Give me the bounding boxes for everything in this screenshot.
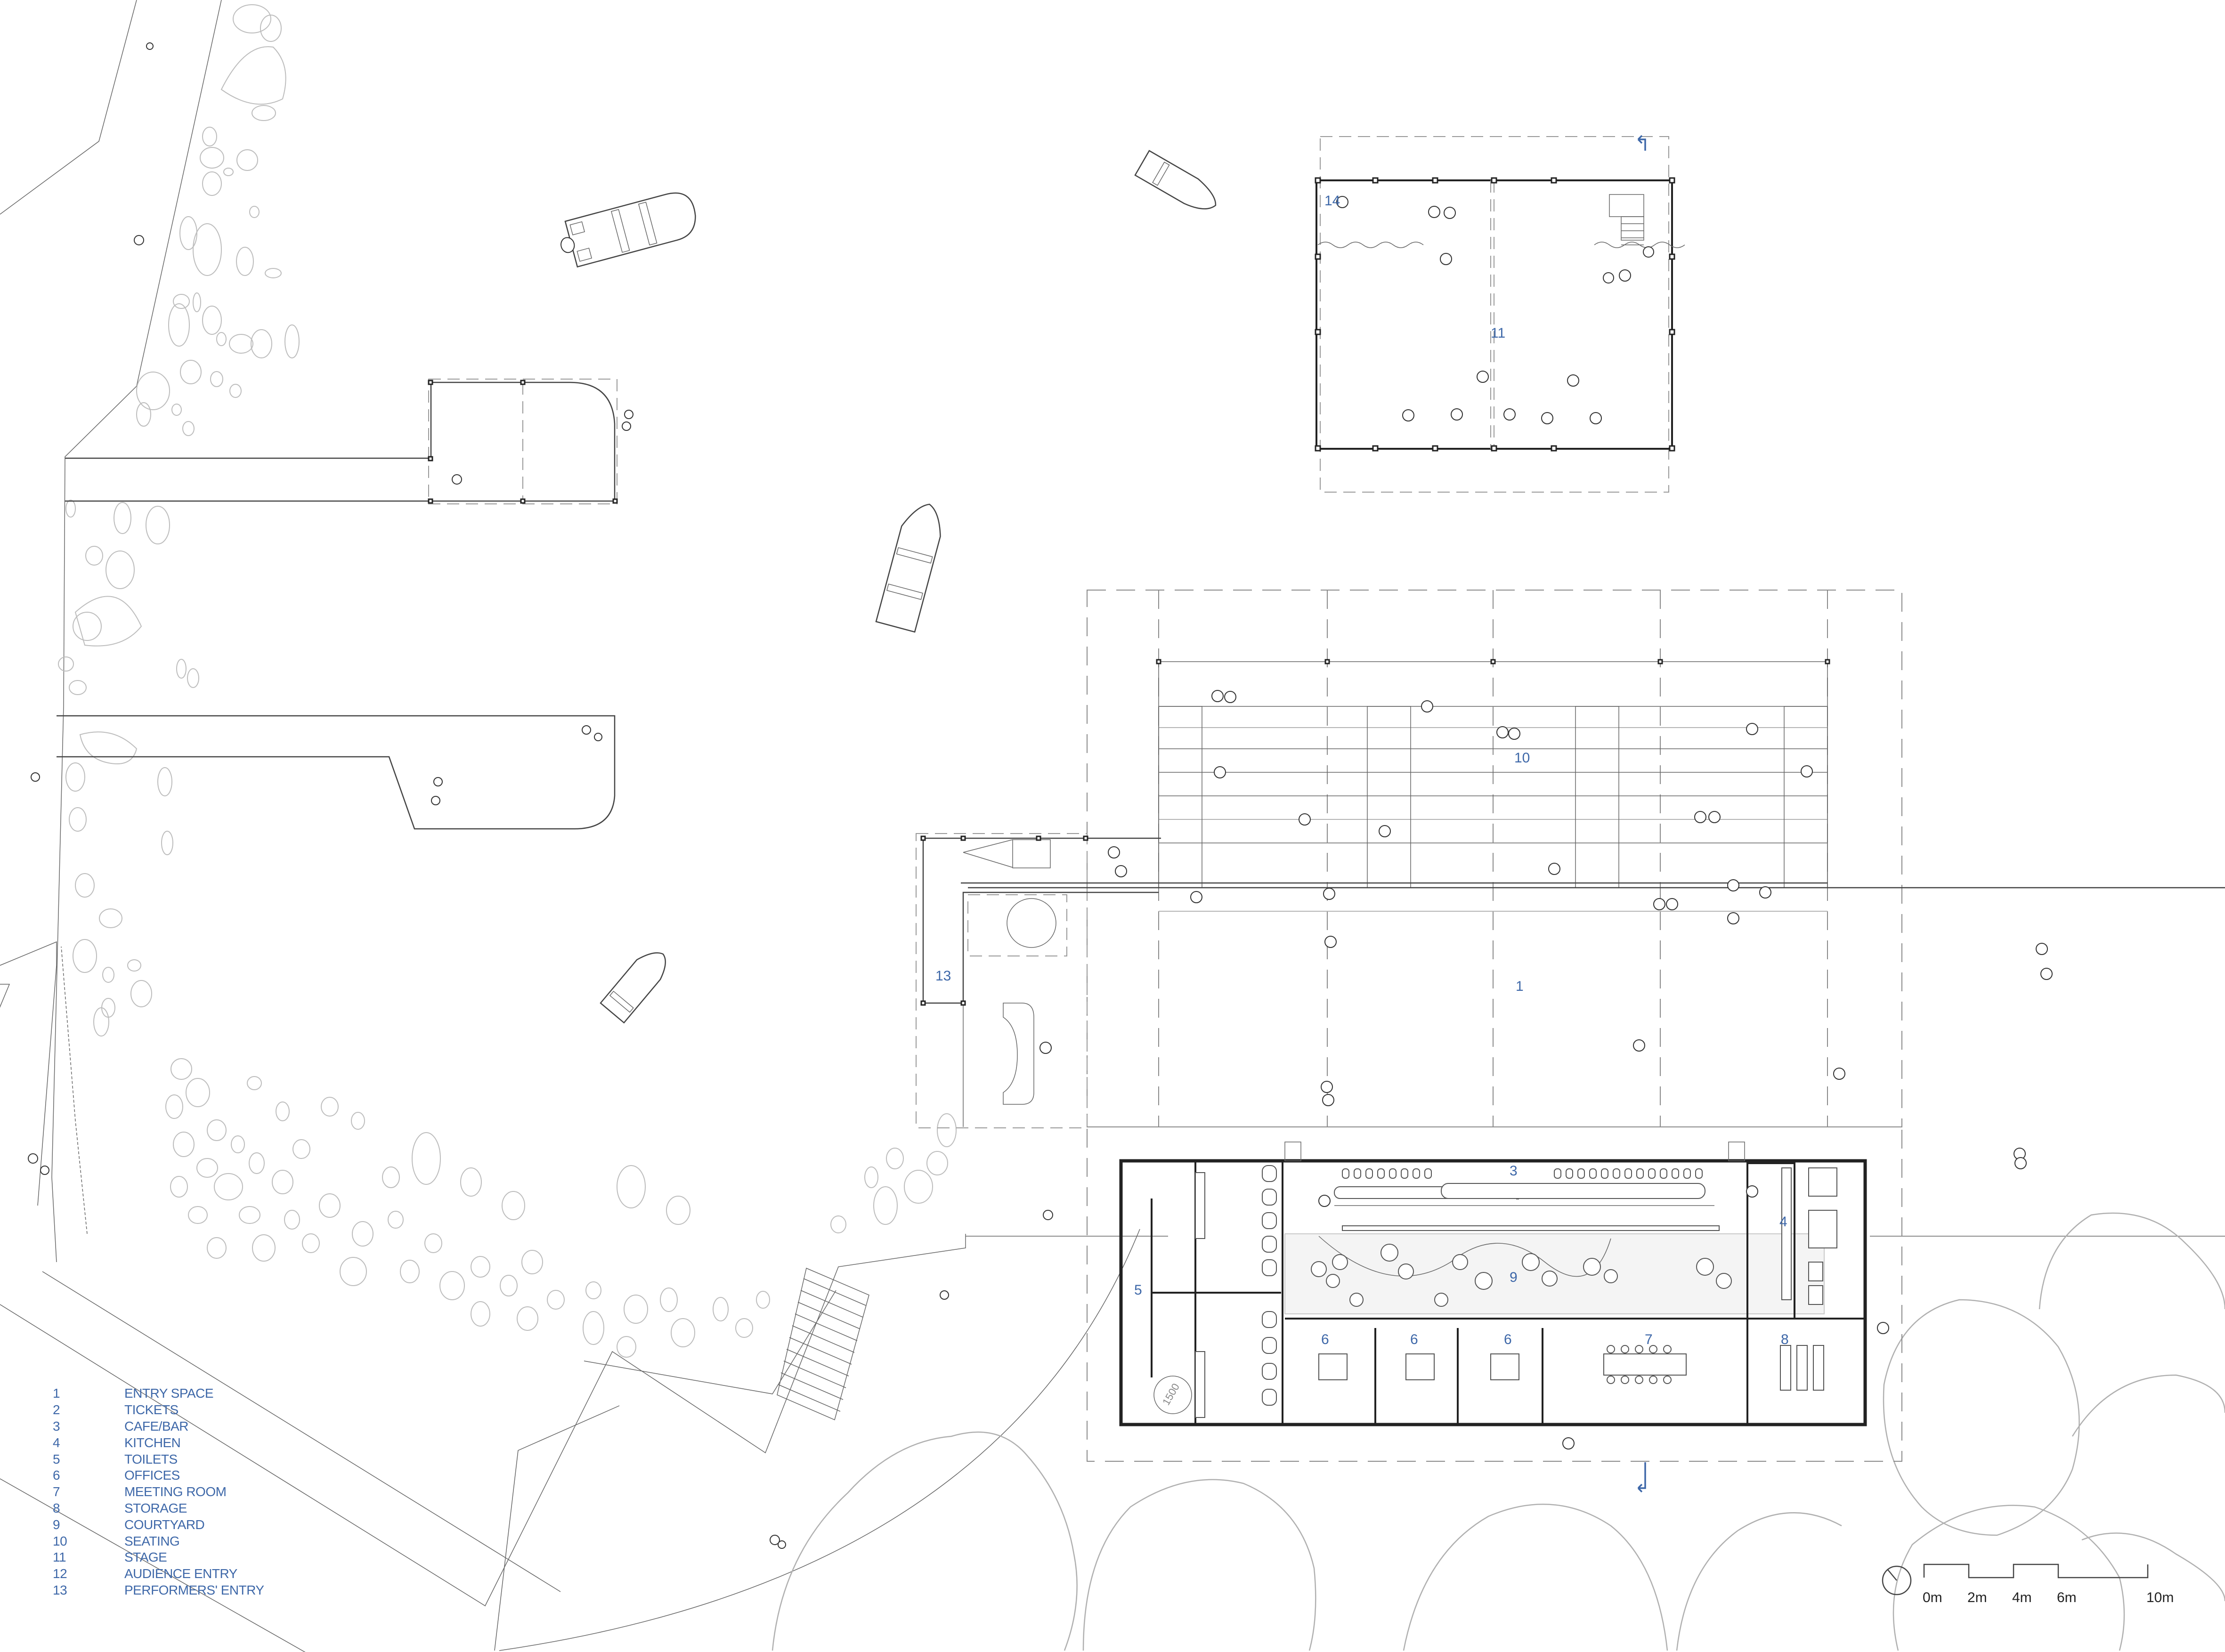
legend-row: 12 AUDIENCE ENTRY — [53, 1566, 264, 1582]
room-label-office-3: 6 — [1504, 1332, 1512, 1347]
boat-2 — [1134, 150, 1217, 210]
boat-3 — [875, 503, 941, 633]
scale-tick-0: 0m — [1923, 1590, 1942, 1605]
legend-number: 6 — [53, 1468, 60, 1483]
room-label-14: 14 — [1324, 193, 1340, 209]
upper-pier — [65, 379, 618, 504]
scale-tick-10: 10m — [2146, 1590, 2174, 1605]
section-marker-top — [1637, 135, 1646, 151]
legend-row: 2 TICKETS — [53, 1402, 264, 1418]
stage-platform — [1315, 135, 1685, 493]
room-label-toilets: 5 — [1134, 1282, 1142, 1298]
legend-label: STAGE — [124, 1550, 167, 1565]
main-building — [1087, 1126, 1902, 1493]
trees — [771, 1212, 2225, 1651]
section-marker-bottom — [1637, 1462, 1646, 1493]
legend: 1 ENTRY SPACE 2 TICKETS 3 CAFE/BAR 4 KITCHEN… — [53, 1385, 264, 1598]
legend-label: MEETING ROOM — [124, 1484, 227, 1499]
room-label-office-2: 6 — [1410, 1332, 1418, 1347]
legend-label: OFFICES — [124, 1468, 180, 1483]
legend-number: 7 — [53, 1484, 60, 1499]
room-label-stage: 11 — [1491, 325, 1506, 341]
legend-row: 1 ENTRY SPACE — [53, 1385, 264, 1402]
room-label-entry-space: 1 — [1516, 979, 1524, 994]
legend-number: 11 — [53, 1550, 66, 1565]
legend-label: PERFORMERS' ENTRY — [124, 1582, 264, 1597]
scale-tick-6: 6m — [2057, 1590, 2077, 1605]
legend-label: TOILETS — [124, 1451, 178, 1466]
path-arc — [499, 1229, 1140, 1651]
legend-number: 9 — [53, 1517, 60, 1532]
people — [28, 42, 2053, 1549]
legend-row: 5 TOILETS — [53, 1451, 264, 1467]
legend-label: ENTRY SPACE — [124, 1386, 214, 1401]
scale-bar-labels: 0m 2m 4m 6m 10m — [1879, 1554, 2174, 1611]
room-label-seating: 10 — [1514, 750, 1530, 766]
entry-space — [916, 833, 1161, 1128]
legend-row: 10 SEATING — [53, 1533, 264, 1549]
room-label-office-1: 6 — [1321, 1332, 1329, 1347]
room-label-courtyard: 9 — [1510, 1270, 1518, 1285]
legend-label: AUDIENCE ENTRY — [124, 1566, 237, 1581]
room-label-storage: 8 — [1781, 1332, 1789, 1347]
legend-number: 13 — [53, 1582, 67, 1597]
legend-number: 12 — [53, 1566, 67, 1581]
lower-pier — [57, 715, 616, 830]
scale-tick-2: 2m — [1967, 1590, 1987, 1605]
room-label-meeting-room: 7 — [1645, 1332, 1653, 1347]
scale-tick-4: 4m — [2012, 1590, 2032, 1605]
legend-row: 8 STORAGE — [53, 1500, 264, 1517]
legend-label: CAFE/BAR — [124, 1418, 189, 1433]
legend-label: KITCHEN — [124, 1435, 181, 1450]
legend-label: STORAGE — [124, 1500, 187, 1515]
legend-number: 10 — [53, 1533, 67, 1548]
legend-number: 8 — [53, 1500, 60, 1515]
legend-row: 3 CAFE/BAR — [53, 1418, 264, 1435]
room-label-performers-entry: 13 — [935, 968, 951, 984]
legend-label: COURTYARD — [124, 1517, 205, 1532]
legend-number: 5 — [53, 1451, 60, 1466]
north-arrow-icon — [1882, 1565, 1912, 1595]
legend-number: 2 — [53, 1402, 60, 1417]
legend-number: 3 — [53, 1418, 60, 1433]
legend-number: 1 — [53, 1386, 60, 1401]
scale-bar — [1923, 1563, 2149, 1579]
legend-number: 4 — [53, 1435, 60, 1450]
seating-area — [961, 590, 2225, 1127]
legend-row: 9 COURTYARD — [53, 1516, 264, 1533]
room-label-kitchen: 4 — [1779, 1214, 1787, 1230]
room-label-cafe-bar: 3 — [1510, 1163, 1518, 1179]
boat-4 — [600, 952, 666, 1024]
legend-row: 6 OFFICES — [53, 1467, 264, 1484]
legend-row: 4 KITCHEN — [53, 1434, 264, 1451]
legend-label: SEATING — [124, 1533, 180, 1548]
boat-1 — [560, 192, 696, 268]
legend-label: TICKETS — [124, 1402, 179, 1417]
rocks — [58, 4, 957, 1358]
legend-row: 13 PERFORMERS' ENTRY — [53, 1582, 264, 1599]
legend-row: 7 MEETING ROOM — [53, 1484, 264, 1500]
legend-row: 11 STAGE — [53, 1549, 264, 1566]
dock-stairs — [777, 1267, 869, 1421]
